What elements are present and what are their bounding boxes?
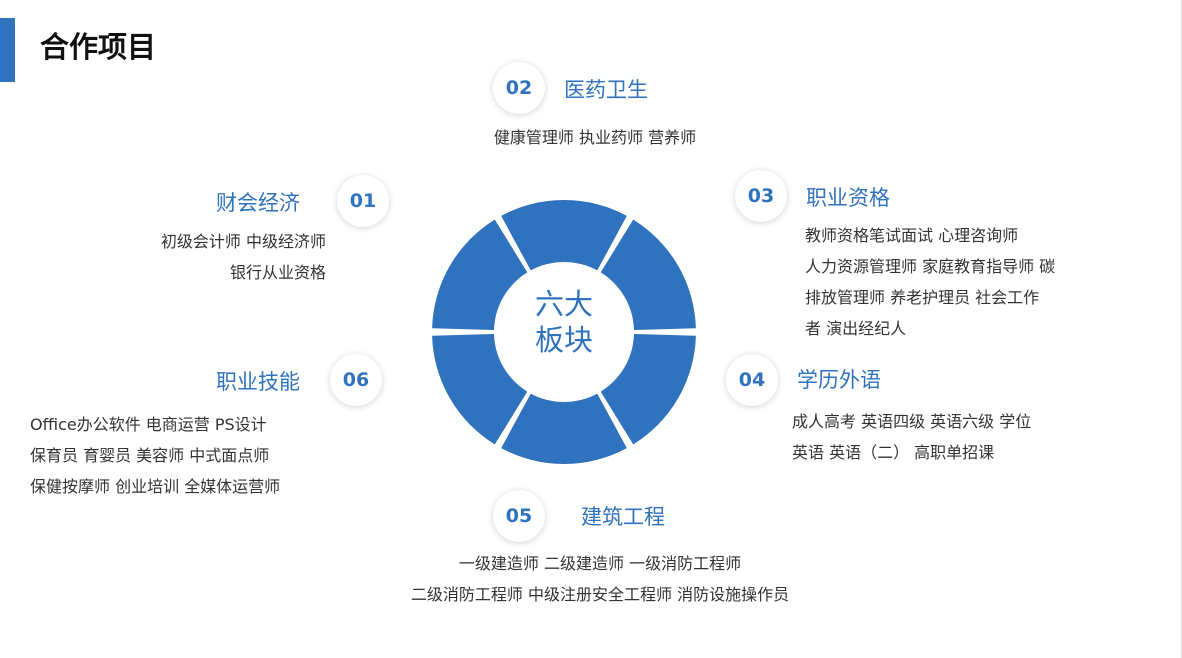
wheel-label-line1: 六大	[534, 287, 593, 321]
section-04-item-line: 成人高考 英语四级 英语六级 学位	[792, 412, 1032, 431]
section-05-item-line: 一级建造师 二级建造师 一级消防工程师	[458, 554, 742, 573]
section-06-number-badge: 06	[330, 354, 382, 406]
section-06-title[interactable]: 职业技能	[216, 370, 300, 394]
section-02-items: 健康管理师 执业药师 营养师	[430, 122, 760, 153]
wheel-segment	[600, 334, 696, 445]
section-05-title[interactable]: 建筑工程	[581, 505, 665, 529]
wheel-segment	[501, 200, 627, 271]
section-02-title[interactable]: 医药卫生	[564, 78, 648, 102]
section-03-title[interactable]: 职业资格	[806, 186, 890, 210]
section-03-item-line: 教师资格笔试面试 心理咨询师	[805, 226, 1019, 245]
section-05-items: 一级建造师 二级建造师 一级消防工程师 二级消防工程师 中级注册安全工程师 消防…	[330, 548, 870, 610]
section-02-item-line: 健康管理师 执业药师 营养师	[493, 128, 697, 147]
section-04-items: 成人高考 英语四级 英语六级 学位 英语 英语（二） 高职单招课	[792, 406, 1031, 468]
section-05-item-line: 二级消防工程师 中级注册安全工程师 消防设施操作员	[410, 585, 790, 604]
wheel-segment	[432, 219, 528, 330]
section-04-title[interactable]: 学历外语	[797, 368, 881, 392]
section-04-item-line: 英语 英语（二） 高职单招课	[792, 443, 995, 462]
section-01-title[interactable]: 财会经济	[216, 191, 300, 215]
page-title: 合作项目	[40, 30, 157, 64]
wheel-segment	[600, 219, 696, 330]
section-01-item-line: 初级会计师 中级经济师	[160, 232, 326, 251]
wheel-label-line2: 板块	[534, 323, 593, 357]
section-06-items: Office办公软件 电商运营 PS设计 保育员 育婴员 美容师 中式面点师 保…	[30, 409, 280, 502]
section-06-item-line: 保育员 育婴员 美容师 中式面点师	[30, 446, 270, 465]
section-03-item-line: 人力资源管理师 家庭教育指导师 碳	[805, 257, 1056, 276]
section-06-item-line: 保健按摩师 创业培训 全媒体运营师	[30, 477, 281, 496]
section-05-number-badge: 05	[493, 490, 545, 542]
section-01-item-line: 银行从业资格	[229, 263, 326, 282]
wheel-segment	[501, 393, 627, 464]
section-02-number-badge: 02	[493, 62, 545, 114]
section-03-item-line: 者 演出经纪人	[805, 319, 907, 338]
section-03-item-line: 排放管理师 养老护理员 社会工作	[805, 288, 1040, 307]
wheel-segments	[432, 200, 696, 464]
section-03-items: 教师资格笔试面试 心理咨询师 人力资源管理师 家庭教育指导师 碳 排放管理师 养…	[805, 220, 1055, 344]
section-03-number-badge: 03	[735, 170, 787, 222]
section-01-items: 初级会计师 中级经济师 银行从业资格	[60, 226, 326, 288]
wheel-center-label: 六大 板块	[500, 286, 628, 358]
section-04-number-badge: 04	[726, 354, 778, 406]
section-01-number-badge: 01	[337, 175, 389, 227]
six-sectors-wheel	[432, 200, 696, 464]
wheel-segment	[432, 334, 528, 445]
section-06-item-line: Office办公软件 电商运营 PS设计	[30, 415, 267, 434]
title-accent-bar	[0, 18, 15, 82]
